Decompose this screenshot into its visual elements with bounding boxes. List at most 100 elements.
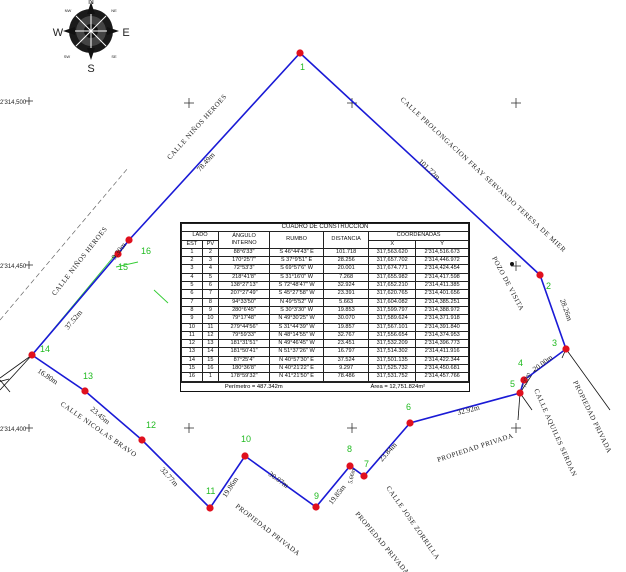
table-cell: 207°27'49" xyxy=(218,289,271,299)
table-cell: 4 xyxy=(181,272,203,283)
grid-label-400: 2'314,400 xyxy=(0,427,27,433)
vertex-marker xyxy=(241,452,249,460)
vertex-label: 15 xyxy=(118,262,128,272)
table-cell: 15 xyxy=(201,355,220,366)
table-cell: 4 xyxy=(201,264,220,274)
table-cell: 5.663 xyxy=(323,297,370,307)
table-cell: 9 xyxy=(201,305,220,316)
table-cell: 88°6'33" xyxy=(218,247,271,258)
pozo-marker-icon xyxy=(510,262,514,266)
table-cell: 2'314,516.673 xyxy=(415,247,469,258)
table-cell: 3 xyxy=(201,256,220,266)
table-cell: 32.767 xyxy=(323,330,370,341)
vertex-label: 16 xyxy=(141,246,151,256)
table-cell: 181°31'51" xyxy=(218,339,271,349)
vertex-label: 11 xyxy=(206,486,215,496)
table-cell: 12 xyxy=(181,339,203,349)
table-cell: S 31°16'0" W xyxy=(269,272,325,283)
table-cell: S 30°3'30" W xyxy=(269,305,325,316)
table-cell: S 69°57'6" W xyxy=(269,264,325,274)
header-lado: LADO xyxy=(180,231,220,241)
table-cell: 317,532.209 xyxy=(368,339,417,349)
table-cell: 7 xyxy=(201,289,220,299)
table-cell: 317,589.624 xyxy=(368,314,417,324)
table-cell: 9 xyxy=(181,314,203,324)
table-cell: 178°59'32" xyxy=(218,372,271,382)
table-cell: 2'314,391.840 xyxy=(415,322,469,332)
table-cell: 13 xyxy=(201,339,220,349)
table-cell: 72°53'3" xyxy=(218,264,271,274)
construction-table: CUADRO DE CONSTRUCCIÓN LADO ÁNGULO INTER… xyxy=(180,222,470,392)
table-cell: 9.297 xyxy=(323,364,370,374)
table-cell: 317,657.702 xyxy=(368,256,417,266)
table-cell: 28.256 xyxy=(323,256,370,266)
segment-label-9-10: 30.07m xyxy=(267,469,291,490)
table-cell: 10 xyxy=(181,322,203,332)
vertex-label: 7 xyxy=(364,459,369,469)
table-cell: 138°27'13" xyxy=(218,281,271,291)
vertex-label: 6 xyxy=(406,402,411,412)
segment-label-16-1: 78.49m xyxy=(195,150,217,173)
header-coordenadas: COORDENADAS xyxy=(368,231,469,241)
vertex-label: 4 xyxy=(518,358,523,368)
table-cell: N 41°21'50" E xyxy=(269,372,325,382)
table-cell: S 72°48'47" W xyxy=(269,281,325,291)
table-cell: 317,674.771 xyxy=(368,264,417,274)
table-cell: 20.001 xyxy=(323,264,370,274)
table-cell: 32.924 xyxy=(323,281,370,291)
street-aquiles-serdan: CALLE AQUILES SERDAN xyxy=(532,388,578,479)
table-cell: 79°17'48" xyxy=(218,314,271,324)
table-cell: 317,655.982 xyxy=(368,272,417,283)
vertex-marker xyxy=(296,49,304,57)
table-cell: N 49°30'25" W xyxy=(269,314,325,324)
table-cell: 1 xyxy=(181,247,203,258)
vertex-label: 12 xyxy=(146,420,156,430)
vertex-marker xyxy=(536,271,544,279)
table-cell: 12 xyxy=(201,330,220,341)
table-cell: 2'314,422.344 xyxy=(415,355,469,366)
table-cell: 16 xyxy=(181,372,203,382)
segment-label-2-3: 28.26m xyxy=(558,298,574,323)
table-cell: 37.524 xyxy=(323,355,370,366)
table-cell: N 40°57'30" E xyxy=(269,355,325,366)
table-cell: N 51°37'26" W xyxy=(269,347,325,357)
header-y: Y xyxy=(415,239,469,249)
table-cell: 218°41'8" xyxy=(218,272,271,283)
perimetro: Perímetro = 487.342m xyxy=(224,383,283,390)
header-pv: PV xyxy=(201,239,220,249)
table-cell: 2'314,396.773 xyxy=(415,339,469,349)
table-cell: S 45°27'58" W xyxy=(269,289,325,299)
header-est: EST xyxy=(181,239,203,249)
table-cell: 317,567.101 xyxy=(368,322,417,332)
table-cell: 11 xyxy=(201,322,220,332)
table-cell: 2'314,374.953 xyxy=(415,330,469,341)
table-cell: 11 xyxy=(181,330,203,341)
table-cell: 2'314,411.385 xyxy=(415,281,469,291)
table-cell: 94°33'50" xyxy=(218,297,271,307)
table-cell: S 31°44'39" W xyxy=(269,322,325,332)
table-cell: 317,531.752 xyxy=(368,372,417,382)
header-distancia: DISTANCIA xyxy=(323,231,370,249)
table-footer: Perímetro = 487.342m Área = 12,751.824m² xyxy=(181,381,469,391)
vertex-marker xyxy=(406,419,414,427)
table-cell: N 49°5'52" W xyxy=(269,297,325,307)
segment-label-1-2: 101.72m xyxy=(417,157,443,182)
table-cell: 23.391 xyxy=(323,289,370,299)
vertex-marker xyxy=(520,376,528,384)
compass-sw: SW xyxy=(64,54,71,59)
segment-label-4-5: 7.27m xyxy=(522,372,532,389)
propiedad-privada-lower: PROPIEDAD PRIVADA xyxy=(353,510,410,572)
table-cell: 101.718 xyxy=(323,247,370,258)
table-cell: 2'314,385.251 xyxy=(415,297,469,307)
table-cell: 1 xyxy=(201,372,220,382)
table-cell: 8 xyxy=(181,305,203,316)
table-cell: 317,604.082 xyxy=(368,297,417,307)
